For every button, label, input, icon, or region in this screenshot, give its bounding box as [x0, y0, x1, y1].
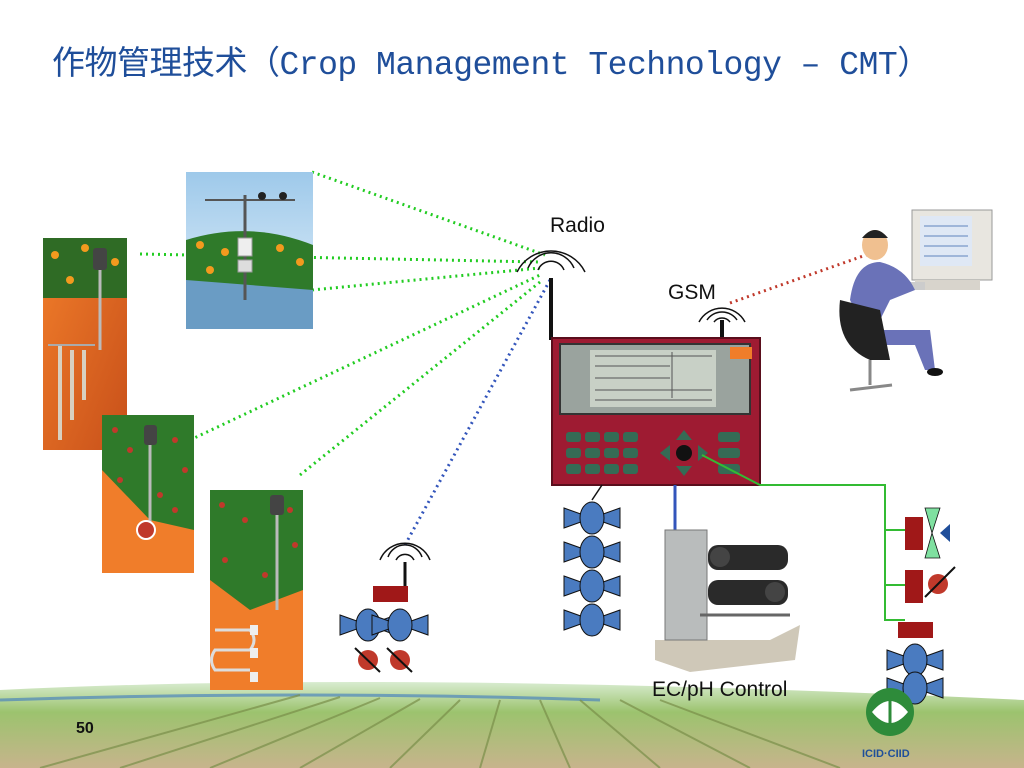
gsm-label: GSM	[668, 281, 716, 304]
field-background	[0, 682, 1024, 768]
soil-sensor-photo	[43, 238, 127, 450]
plant-sensor-photo	[102, 415, 194, 573]
ecph-unit-photo	[655, 529, 800, 672]
icid-logo	[866, 688, 914, 736]
tensiometer-photo	[210, 490, 303, 690]
controller-wires	[591, 454, 905, 621]
field-devices-right	[886, 507, 956, 705]
slide-title: 作物管理技术（Crop Management Technology – CMT）	[52, 47, 930, 84]
radio-antenna-icon	[516, 250, 586, 340]
valve-radio-link	[403, 279, 552, 546]
weather-station-photo	[186, 172, 313, 329]
controller-unit	[551, 337, 761, 486]
operator-computer-illustration	[839, 209, 993, 392]
gsm-link	[729, 248, 881, 305]
valve-stack	[563, 501, 621, 637]
ecph-control-label: EC/pH Control	[652, 678, 788, 701]
page-number: 50	[76, 720, 94, 737]
radio-label: Radio	[550, 214, 605, 237]
wireless-valve-unit	[339, 542, 431, 673]
gsm-antenna-icon	[698, 307, 746, 340]
logo-caption: ICID·CIID	[862, 748, 910, 760]
